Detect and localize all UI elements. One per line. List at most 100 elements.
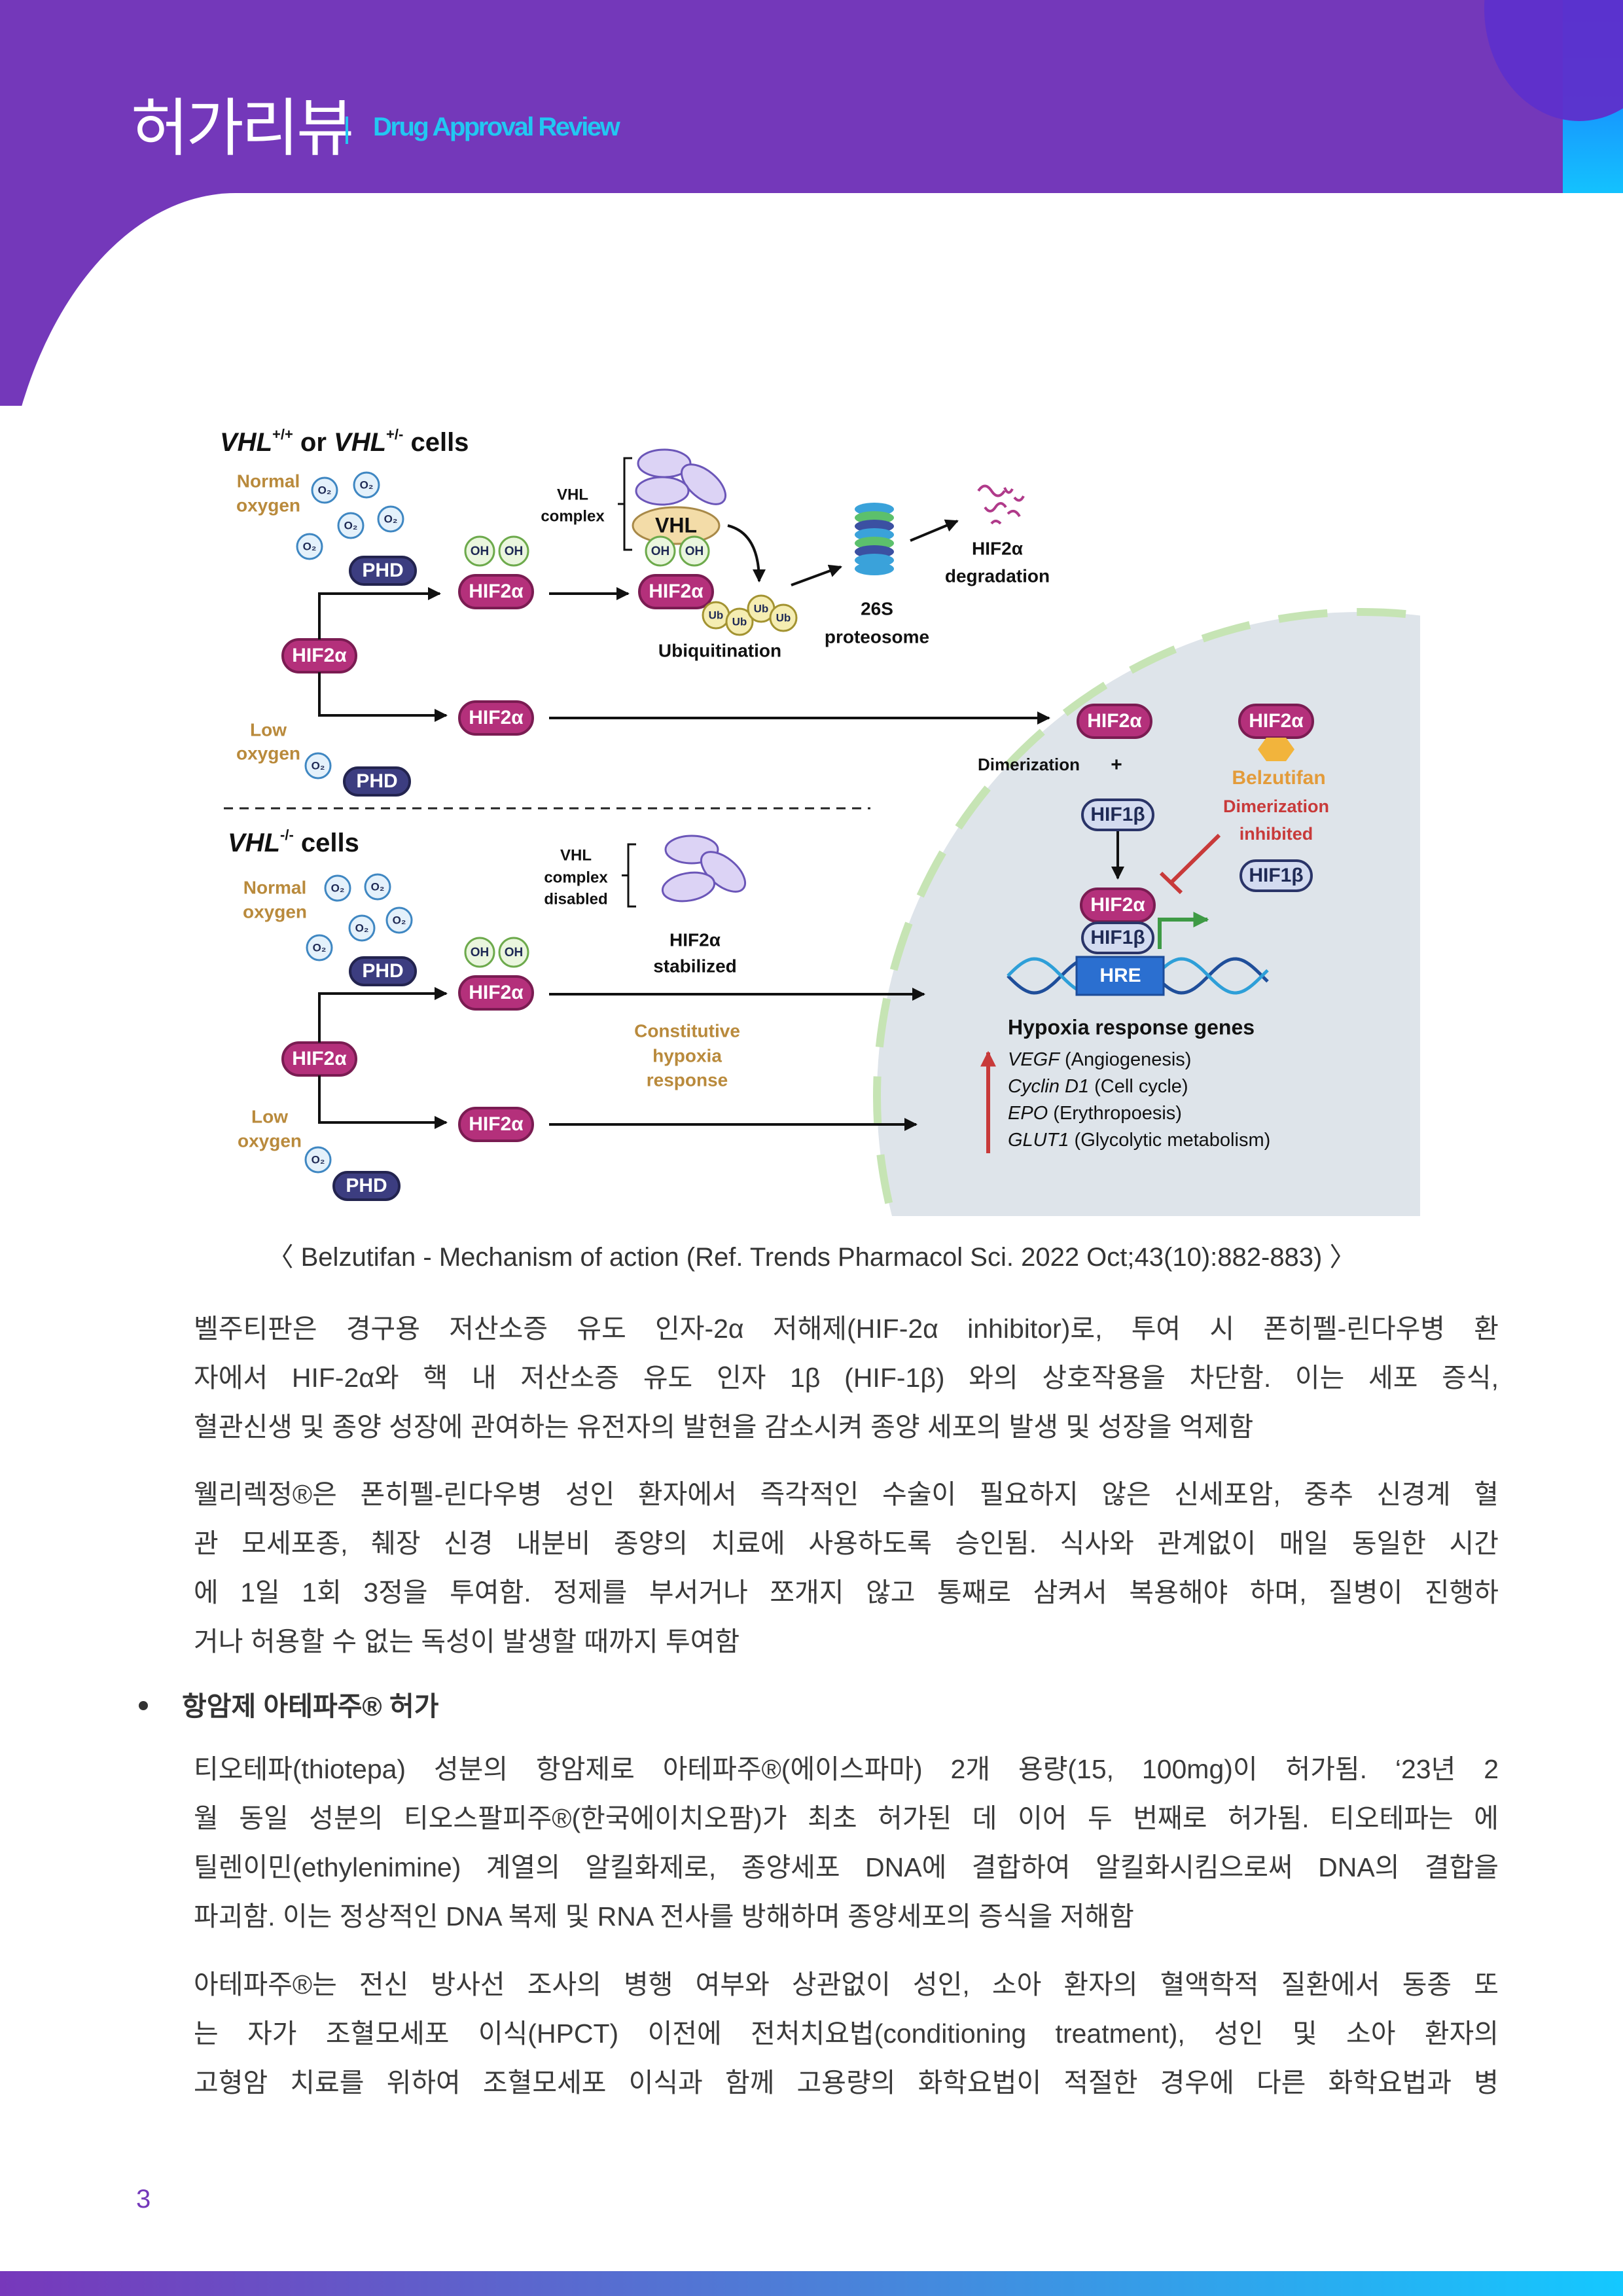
plus-sign: + xyxy=(1111,754,1122,776)
title-part: VHL xyxy=(220,428,272,457)
degraded-fragment-icon xyxy=(1007,509,1021,518)
phd-shape xyxy=(332,1171,401,1201)
normal-oxygen-label: oxygen xyxy=(243,901,307,922)
oh-label: OH xyxy=(505,545,524,558)
constitutive-label: hypoxia xyxy=(652,1045,722,1066)
hif2a-label: HIF2α xyxy=(292,1048,347,1069)
hydroxyl-icon xyxy=(464,535,495,567)
gene-name: GLUT1 xyxy=(1008,1130,1069,1151)
gene-item: Cyclin D1 (Cell cycle) xyxy=(1008,1076,1188,1097)
dimerization-inhibited-label: Dimerization xyxy=(1223,797,1329,816)
oh-label: OH xyxy=(651,545,670,558)
oh-label: OH xyxy=(685,545,704,558)
figure-caption: 〈 Belzutifan - Mechanism of action (Ref.… xyxy=(267,1243,1356,1272)
arrow xyxy=(910,519,959,542)
gene-name: Cyclin D1 xyxy=(1008,1076,1089,1097)
vhl-disabled-label: disabled xyxy=(544,890,607,908)
title-part: -/- xyxy=(280,827,294,843)
o2-label: O₂ xyxy=(318,484,332,496)
oxygen-icon xyxy=(348,914,376,942)
low-oxygen-label: oxygen xyxy=(238,1130,302,1151)
hif1b-label: HIF1β xyxy=(1249,865,1303,886)
paragraph-line: 틸렌이민(ethylenimine) 계열의 알킬화제로, 종양세포 DNA에 … xyxy=(194,1852,1499,1882)
vhl-disabled-label: VHL xyxy=(560,846,592,864)
ubiquitin-icon xyxy=(725,607,754,636)
branch-arrow xyxy=(318,672,448,722)
hif2a-label: HIF2α xyxy=(469,1113,524,1135)
oxygen-icon xyxy=(337,512,365,539)
hif2a-shape xyxy=(458,574,534,609)
gene-function: (Erythropoesis) xyxy=(1048,1103,1182,1124)
oxygen-icon xyxy=(306,934,333,961)
ub-label: Ub xyxy=(754,602,769,615)
hif2a-label: HIF2α xyxy=(649,581,704,602)
oxygen-icon xyxy=(304,1146,332,1174)
o2-label: O₂ xyxy=(312,1153,325,1166)
belzutifan-icon xyxy=(1258,738,1294,761)
paragraph-line: 웰리렉정®은 폰히펠-린다우병 성인 환자에서 즉각적인 수술이 필요하지 않은… xyxy=(194,1479,1499,1509)
paragraph-line: 는 자가 조혈모세포 이식(HPCT) 이전에 전처치요법(conditioni… xyxy=(194,2018,1499,2049)
hif2a-shape xyxy=(458,975,534,1011)
hif2a-shape xyxy=(458,1107,534,1142)
normal-oxygen-label: Normal xyxy=(243,877,306,897)
oxygen-icon xyxy=(385,906,413,934)
o2-label: O₂ xyxy=(371,880,385,893)
low-oxygen-label: oxygen xyxy=(236,743,300,763)
low-oxygen-label: Low xyxy=(250,719,287,740)
bottom-cells-title: VHL-/- cells xyxy=(228,827,359,857)
hif2a-shape xyxy=(638,574,714,609)
vhl-disabled-label: complex xyxy=(544,869,608,886)
gene-item: GLUT1 (Glycolytic metabolism) xyxy=(1008,1130,1270,1151)
gene-name: EPO xyxy=(1008,1103,1048,1124)
footer-bar xyxy=(0,2271,1623,2296)
page-number: 3 xyxy=(136,2185,151,2214)
belzutifan-label: Belzutifan xyxy=(1232,767,1325,789)
gene-function: (Angiogenesis) xyxy=(1060,1049,1192,1070)
oxygen-icon xyxy=(364,873,391,901)
title-part: +/+ xyxy=(272,426,293,442)
paragraph-line: 고형암 치료를 위하여 조혈모세포 이식과 함께 고용량의 화학요법이 적절한 … xyxy=(194,2068,1499,2098)
hre-box xyxy=(1075,956,1165,996)
oxygen-icon xyxy=(304,752,332,780)
bullet-heading-text: 항암제 아테파주® 허가 xyxy=(182,1691,439,1721)
o2-label: O₂ xyxy=(303,540,317,552)
hre-label: HRE xyxy=(1099,965,1141,986)
paragraph-line: 티오테파(thiotepa) 성분의 항암제로 아테파주®(에이스파마) 2개 … xyxy=(194,1754,1499,1784)
hif2a-label: HIF2α xyxy=(292,645,347,666)
degraded-fragment-icon xyxy=(977,484,1006,497)
vhl-disabled-bracket xyxy=(622,843,636,908)
inhibition-icon xyxy=(1159,833,1221,895)
ub-label: Ub xyxy=(732,615,747,628)
phd-shape xyxy=(343,766,411,797)
oh-label: OH xyxy=(471,545,490,558)
vhl-subunit-icon xyxy=(661,871,716,903)
hif2a-shape xyxy=(458,700,534,736)
phd-label: PHD xyxy=(362,560,403,581)
oxygen-icon xyxy=(296,533,323,560)
ub-label: Ub xyxy=(776,611,791,624)
ubiquitin-icon xyxy=(769,603,798,632)
branch-arrow xyxy=(318,1075,448,1129)
o2-label: O₂ xyxy=(393,914,406,926)
o2-label: O₂ xyxy=(355,922,369,934)
ub-label: Ub xyxy=(709,609,724,621)
gene-function: (Cell cycle) xyxy=(1089,1076,1188,1097)
title-part: VHL xyxy=(334,428,386,457)
hydroxyl-icon xyxy=(679,535,710,567)
vhl-subunit-icon xyxy=(681,463,726,505)
o2-label: O₂ xyxy=(384,512,398,525)
hif1b-shape xyxy=(1081,922,1154,954)
constitutive-label: Constitutive xyxy=(634,1020,740,1041)
hif2a-label: HIF2α xyxy=(1090,894,1145,916)
hif1b-shape xyxy=(1240,859,1313,892)
gene-name: VEGF xyxy=(1008,1049,1061,1070)
paragraph-line: 자에서 HIF-2α와 핵 내 저산소증 유도 인자 1β (HIF-1β) 와… xyxy=(194,1363,1499,1393)
paragraph-line: 아테파주®는 전신 방사선 조사의 병행 여부와 상관없이 성인, 소아 환자의… xyxy=(194,1969,1499,2000)
normal-oxygen-label: Normal xyxy=(237,471,300,491)
hif1b-shape xyxy=(1081,798,1154,831)
dna-helix-icon xyxy=(1154,957,1269,995)
oh-label: OH xyxy=(471,946,490,960)
section-title: 허가리뷰 xyxy=(131,92,354,165)
oxygen-icon xyxy=(377,505,404,533)
